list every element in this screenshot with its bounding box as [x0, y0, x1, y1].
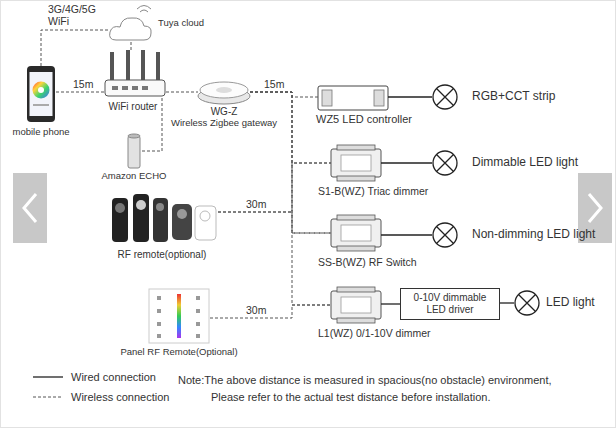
device-label: RGB+CCT strip — [472, 90, 555, 104]
wired-connector — [500, 302, 514, 303]
lamp-cross — [437, 227, 454, 244]
box-text: 0-10V dimmable LED driver — [409, 292, 491, 316]
driver-box: 0-10V dimmable LED driver — [400, 288, 500, 320]
lamp-circle — [433, 223, 457, 247]
wireless-connector — [41, 30, 108, 66]
device-node: Panel RF Remote(Optional) — [148, 288, 210, 344]
wireless-connector — [250, 92, 318, 97]
device-label: L1(WZ) 0/1-10V dimmer — [318, 327, 431, 339]
legend-item: Wired connection — [33, 371, 156, 383]
legend-line-sample — [33, 374, 63, 380]
legend-text: Wired connection — [71, 371, 156, 383]
lamp-circle — [515, 291, 539, 315]
lamp-node: Non-dimming LED light — [432, 222, 458, 248]
device-label: RF remote(optional) — [118, 249, 207, 261]
legend-line — [33, 376, 63, 377]
wired-connector — [381, 162, 432, 163]
distance-label: 3G/4G/5G WiFi — [46, 3, 108, 27]
lamp-cross — [437, 155, 454, 172]
legend-item: Wireless connection — [33, 391, 169, 403]
device-label: Dimmable LED light — [472, 156, 578, 170]
device-node: Amazon ECHO — [128, 134, 140, 168]
note-text: Please refer to the actual test distance… — [211, 391, 490, 404]
note-text: Note:The above distance is measured in s… — [178, 374, 552, 387]
wired-connector — [381, 234, 432, 235]
device-label: Amazon ECHO — [102, 171, 167, 182]
wireless-connector — [218, 212, 331, 233]
device-label: WiFi router — [109, 101, 158, 113]
device-label: Wireless Zigbee gateway — [171, 118, 277, 129]
device-node: WZ5 LED controller — [318, 86, 388, 110]
device-label: LED light — [546, 296, 595, 310]
device-node: L1(WZ) 0/1-10V dimmer — [331, 287, 381, 323]
lamp-cross — [519, 295, 536, 312]
device-label: Panel RF Remote(Optional) — [120, 347, 237, 358]
device-label: Tuya cloud — [158, 18, 204, 29]
device-node: WG-ZWireless Zigbee gateway — [198, 80, 250, 104]
device-label: SS-B(WZ) RF Switch — [318, 256, 417, 268]
lamp-cross — [437, 89, 454, 106]
wireless-connector — [210, 305, 331, 318]
wired-connector — [381, 303, 400, 304]
lamp-symbol — [432, 150, 458, 176]
lamp-node: RGB+CCT strip — [432, 84, 458, 110]
distance-label: 15m — [262, 78, 286, 90]
wireless-connector — [131, 42, 132, 50]
device-node: mobile phone — [26, 66, 56, 122]
device-label: mobile phone — [12, 127, 69, 138]
distance-label: 30m — [244, 304, 268, 316]
lamp-symbol — [514, 290, 540, 316]
device-label: Non-dimming LED light — [472, 228, 595, 242]
device-node: SS-B(WZ) RF Switch — [331, 215, 381, 251]
lamp-node: Dimmable LED light — [432, 150, 458, 176]
device-label: WZ5 LED controller — [316, 113, 412, 126]
legend-line — [33, 397, 63, 398]
distance-label: 15m — [71, 78, 95, 90]
device-label: S1-B(WZ) Triac dimmer — [318, 185, 428, 197]
device-node: S1-B(WZ) Triac dimmer — [331, 145, 381, 181]
lamp-circle — [433, 85, 457, 109]
device-label: WG-Z — [211, 106, 238, 118]
legend-text: Wireless connection — [71, 391, 169, 403]
device-node: WiFi router — [104, 50, 166, 98]
lamp-symbol — [432, 222, 458, 248]
wired-connector — [388, 96, 432, 97]
legend-line-sample — [33, 394, 63, 400]
distance-label: 30m — [244, 198, 268, 210]
device-node: Tuya cloud — [108, 14, 152, 42]
lamp-circle — [433, 151, 457, 175]
lamp-node: LED light — [514, 290, 540, 316]
wireless-connector — [56, 92, 104, 93]
lamp-symbol — [432, 84, 458, 110]
wireless-connector — [218, 163, 331, 212]
wireless-connector — [166, 92, 198, 93]
device-node: RF remote(optional) — [110, 192, 218, 246]
